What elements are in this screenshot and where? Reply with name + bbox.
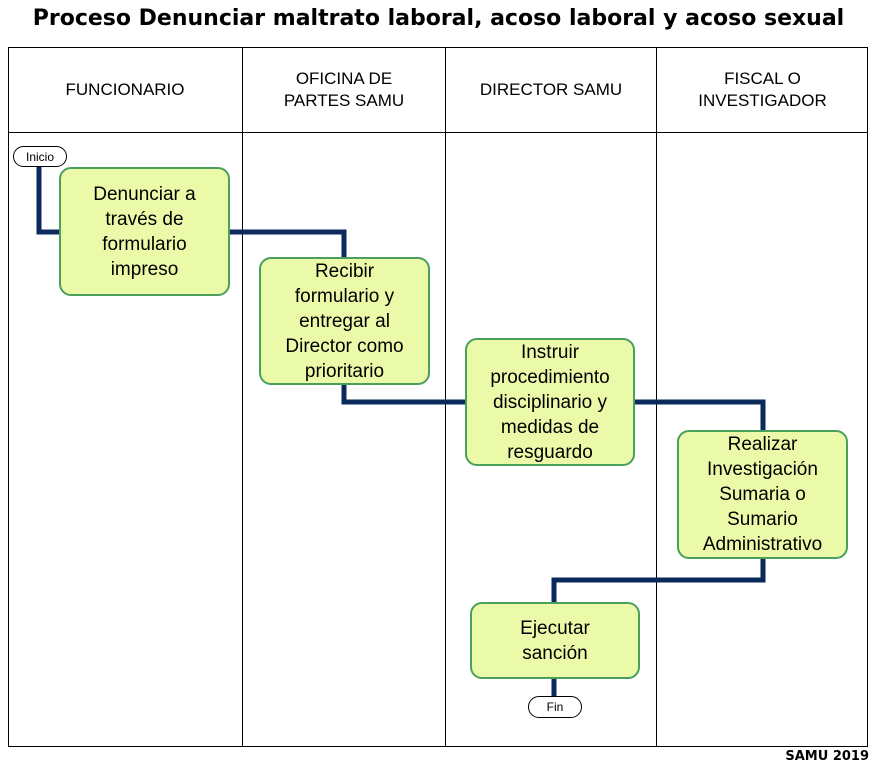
diagram-title: Proceso Denunciar maltrato laboral, acos… [32, 6, 845, 31]
connector-start-to-step1 [36, 166, 60, 235]
step-ejecutar-sancion: Ejecutar sanción [470, 602, 640, 679]
connector-step4-to-step5 [551, 558, 766, 603]
step-denunciar: Denunciar a través de formulario impreso [59, 167, 230, 296]
lane-header-divider [8, 132, 868, 133]
footer-credit: SAMU 2019 [785, 749, 869, 764]
swimlane-frame [8, 47, 868, 747]
lane-director-samu: DIRECTOR SAMU [479, 80, 623, 99]
connector-step1-to-step2 [229, 229, 347, 258]
lane-divider [242, 47, 243, 747]
end-terminal: Fin [528, 696, 582, 718]
lane-oficina-de-partes: OFICINA DE PARTES SAMU [283, 69, 405, 110]
step-instruir-procedimiento: Instruir procedimiento disciplinario y m… [465, 338, 635, 466]
lane-divider [656, 47, 657, 747]
step-recibir-formulario: Recibir formulario y entregar al Directo… [259, 257, 430, 385]
lane-fiscal-investigador: FISCAL O INVESTIGADOR [698, 69, 827, 110]
lane-funcionario: FUNCIONARIO [65, 80, 185, 99]
connector-step2-to-step3 [341, 384, 466, 405]
lane-divider [445, 47, 446, 747]
start-terminal: Inicio [13, 146, 67, 167]
connector-step3-to-step4 [634, 399, 766, 432]
step-realizar-investigacion: Realizar Investigación Sumaria o Sumario… [677, 430, 848, 559]
